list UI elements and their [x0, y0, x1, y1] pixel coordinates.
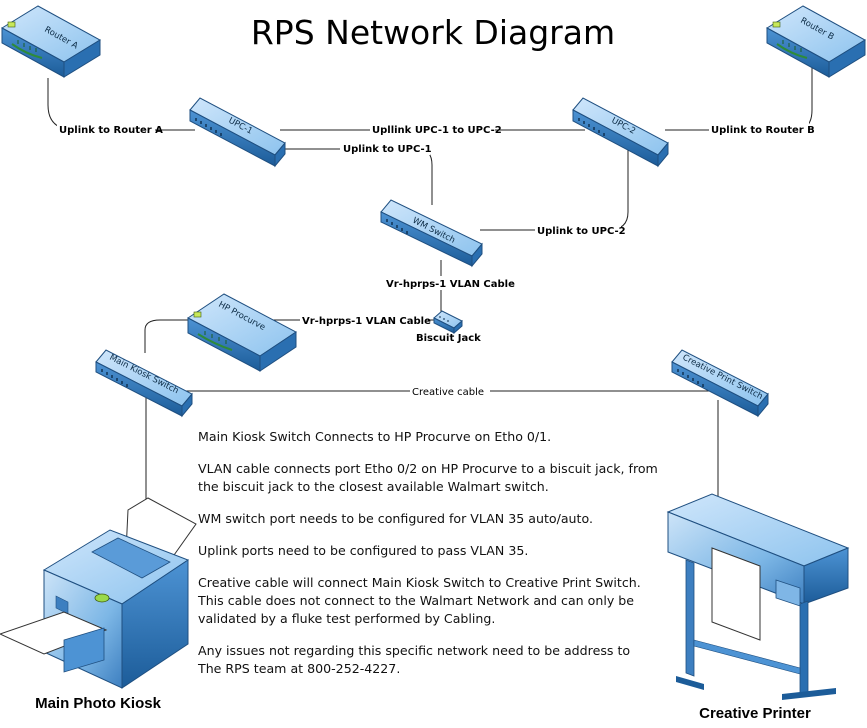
label-uplink-router-b: Uplink to Router B — [711, 125, 815, 136]
main-photo-kiosk-label: Main Photo Kiosk — [35, 695, 161, 712]
biscuit-jack-label: Biscuit Jack — [416, 333, 481, 344]
router-a: Router A — [1, 5, 101, 78]
main-kiosk-switch-icon — [95, 349, 193, 418]
biscuit-jack-icon — [433, 310, 463, 335]
notes-block: Main Kiosk Switch Connects to HP Procurv… — [198, 428, 668, 692]
note-1: Main Kiosk Switch Connects to HP Procurv… — [198, 429, 552, 444]
creative-print-switch-icon — [671, 349, 769, 418]
creative-printer-label: Creative Printer — [699, 705, 811, 722]
main-kiosk-switch: Main Kiosk Switch — [95, 349, 193, 418]
link-labels: Uplink to Router A Upllink UPC-1 to UPC-… — [57, 122, 815, 398]
diagram-title: RPS Network Diagram — [251, 13, 615, 52]
label-vlan-cable-hp: Vr-hprps-1 VLAN Cable — [302, 316, 431, 327]
router-a-icon — [1, 5, 101, 78]
wm-switch: WM Switch — [380, 199, 483, 268]
router-b: Router B — [766, 5, 866, 78]
biscuit-jack — [433, 310, 463, 335]
note-2: VLAN cable connects port Etho 0/2 on HP … — [198, 461, 658, 494]
main-photo-kiosk: Main Photo Kiosk — [0, 497, 197, 712]
hp-procurve-icon — [187, 293, 297, 372]
label-vlan-cable-wm: Vr-hprps-1 VLAN Cable — [386, 279, 515, 290]
label-uplink-router-a: Uplink to Router A — [59, 125, 163, 136]
router-b-icon — [766, 5, 866, 78]
hp-procurve: HP Procurve — [187, 293, 297, 372]
creative-print-switch: Creative Print Switch — [671, 349, 769, 418]
note-5: Creative cable will connect Main Kiosk S… — [198, 575, 641, 626]
upc2-switch: UPC-2 — [572, 97, 669, 168]
label-uplink-upc1: Uplink to UPC-1 — [343, 144, 432, 155]
link-upc2-wm — [480, 150, 629, 231]
note-4: Uplink ports need to be configured to pa… — [198, 543, 529, 558]
upc1-switch: UPC-1 — [189, 97, 286, 168]
link-kiosk-hp — [144, 319, 195, 353]
wm-switch-icon — [380, 199, 483, 268]
note-6: Any issues not regarding this specific n… — [198, 643, 631, 676]
creative-printer: Creative Printer — [666, 493, 850, 722]
link-router-b — [665, 68, 813, 131]
link-upc1-wm — [285, 148, 433, 205]
kiosk-printer-icon — [0, 497, 197, 689]
label-creative-cable: Creative cable — [412, 387, 484, 398]
note-3: WM switch port needs to be configured fo… — [198, 511, 593, 526]
label-upc1-to-upc2: Upllink UPC-1 to UPC-2 — [372, 125, 502, 136]
upc2-switch-icon — [572, 97, 669, 168]
plotter-icon — [666, 493, 850, 700]
label-uplink-upc2: Uplink to UPC-2 — [537, 226, 626, 237]
upc1-switch-icon — [189, 97, 286, 168]
